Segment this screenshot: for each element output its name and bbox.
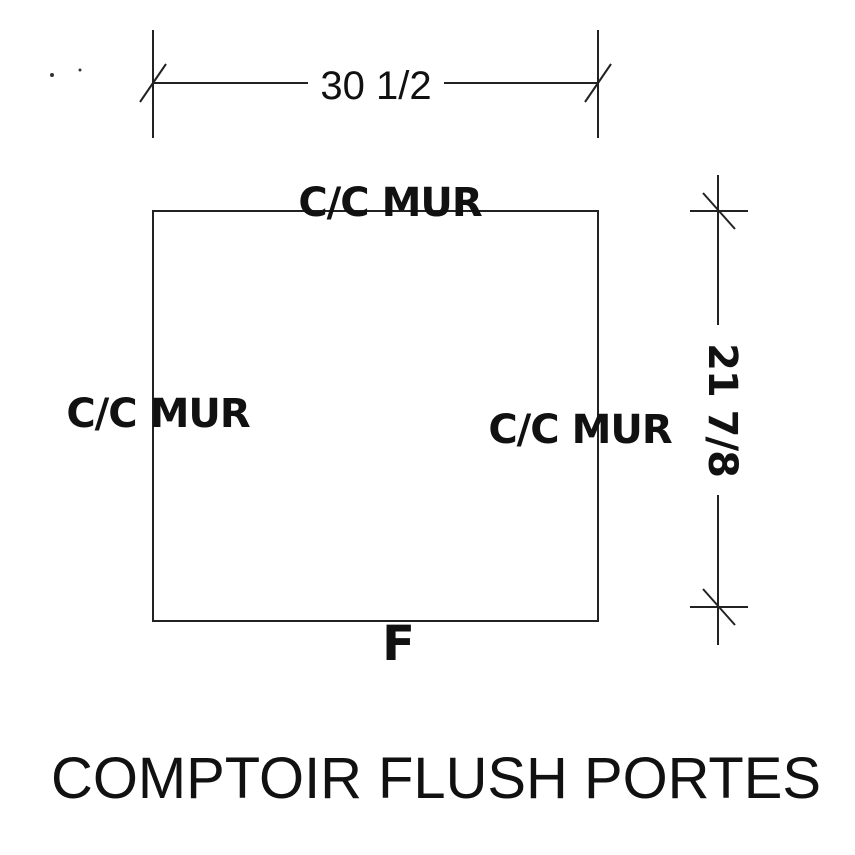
stray-mark [78,68,82,72]
stray-mark [50,73,54,77]
drawing-title: COMPTOIR FLUSH PORTES [51,746,821,811]
height-dimension-text: 21 7/8 [699,343,745,477]
height-dimension: 21 7/8 [690,175,748,645]
counter-outline [152,210,599,622]
width-dimension: 30 1/2 [139,30,612,138]
right-wall-label: C/C MUR [488,407,672,453]
left-wall-label: C/C MUR [66,391,250,437]
tick-mark [139,63,167,103]
front-label: F [382,616,414,672]
tick-mark [584,63,612,103]
top-wall-label: C/C MUR [298,180,482,226]
width-dimension-text: 30 1/2 [320,64,431,108]
tick-mark [702,588,736,626]
tick-mark [702,192,736,230]
